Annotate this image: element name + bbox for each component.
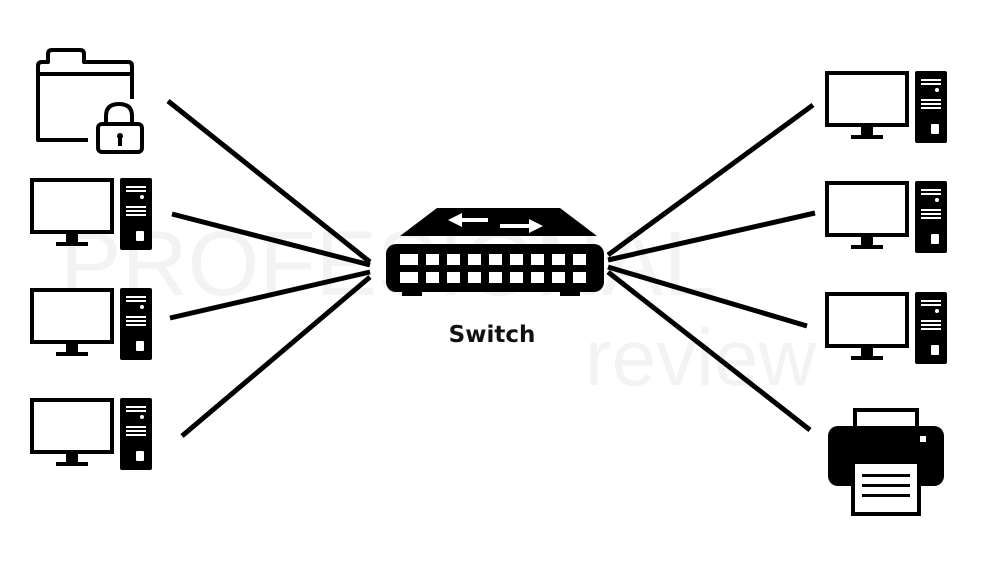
switch-port: [468, 254, 481, 265]
locked-folder-icon: [36, 48, 144, 154]
switch-port: [426, 254, 439, 265]
desktop-computer-icon: [825, 179, 949, 255]
desktop-computer-icon: [30, 396, 154, 472]
switch-port: [447, 254, 460, 265]
switch-port: [510, 254, 523, 265]
switch-port: [552, 254, 565, 265]
link-right-3: [607, 264, 808, 329]
switch-port: [400, 254, 418, 265]
switch-port: [468, 272, 481, 283]
switch-port: [447, 272, 460, 283]
link-left-2: [171, 211, 371, 268]
switch-port: [573, 254, 586, 265]
switch-port: [552, 272, 565, 283]
desktop-computer-icon: [825, 290, 949, 366]
switch-label: Switch: [449, 322, 536, 348]
switch-port: [400, 272, 418, 283]
connection-lines: [166, 99, 816, 438]
link-right-2: [607, 210, 816, 263]
watermark: PROFESIONAL review: [60, 213, 816, 402]
link-right-4: [606, 270, 812, 432]
link-right-1: [606, 102, 815, 258]
switch-port: [510, 272, 523, 283]
switch-port: [531, 272, 544, 283]
link-left-1: [166, 99, 372, 264]
switch-port: [489, 254, 502, 265]
network-switch-icon: [386, 208, 604, 296]
switch-port: [489, 272, 502, 283]
link-left-3: [169, 269, 371, 321]
switch-port: [531, 254, 544, 265]
printer-icon: [828, 408, 944, 516]
link-left-4: [180, 275, 372, 438]
desktop-computer-icon: [825, 69, 949, 145]
switch-port: [426, 272, 439, 283]
watermark-line2: review: [585, 313, 816, 402]
switch-port: [573, 272, 586, 283]
desktop-computer-icon: [30, 286, 154, 362]
